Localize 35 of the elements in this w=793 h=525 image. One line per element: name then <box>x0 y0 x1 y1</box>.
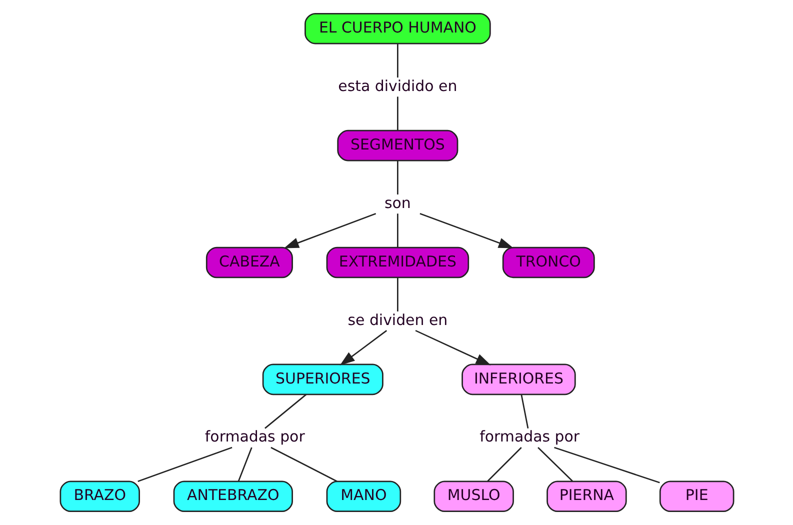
node-box: EXTREMIDADES <box>326 246 469 278</box>
connector <box>520 394 528 428</box>
connector <box>396 214 398 248</box>
node-box: ANTEBRAZO <box>172 480 292 512</box>
arrow <box>419 212 514 248</box>
node-box: EL CUERPO HUMANO <box>304 12 490 44</box>
connector <box>396 161 398 194</box>
connector <box>396 96 398 130</box>
node-box: PIERNA <box>546 480 626 512</box>
node-text: formadas por <box>204 428 304 446</box>
node-box: CABEZA <box>205 246 292 278</box>
node-box: MANO <box>326 480 401 512</box>
arrow <box>283 212 376 248</box>
node-text: formadas por <box>479 428 580 446</box>
connector <box>396 44 398 78</box>
node-box: INFERIORES <box>461 364 576 396</box>
connector <box>237 447 252 482</box>
node-box: BRAZO <box>59 480 140 512</box>
node-text: se dividen en <box>347 310 448 329</box>
connector <box>554 446 660 484</box>
node-box: MUSLO <box>433 480 514 512</box>
arrow <box>414 330 490 366</box>
node-text: son <box>384 194 410 212</box>
connector <box>486 447 522 482</box>
connector <box>264 394 306 429</box>
connector <box>537 447 572 482</box>
node-box: SEGMENTOS <box>336 130 458 162</box>
connector <box>137 446 232 482</box>
node-box: SUPERIORES <box>262 364 383 396</box>
node-box: PIE <box>658 480 734 512</box>
arrow <box>339 330 387 366</box>
node-box: TRONCO <box>502 246 594 278</box>
connector <box>270 446 337 482</box>
node-text: esta dividido en <box>338 76 457 95</box>
connector <box>396 278 398 312</box>
